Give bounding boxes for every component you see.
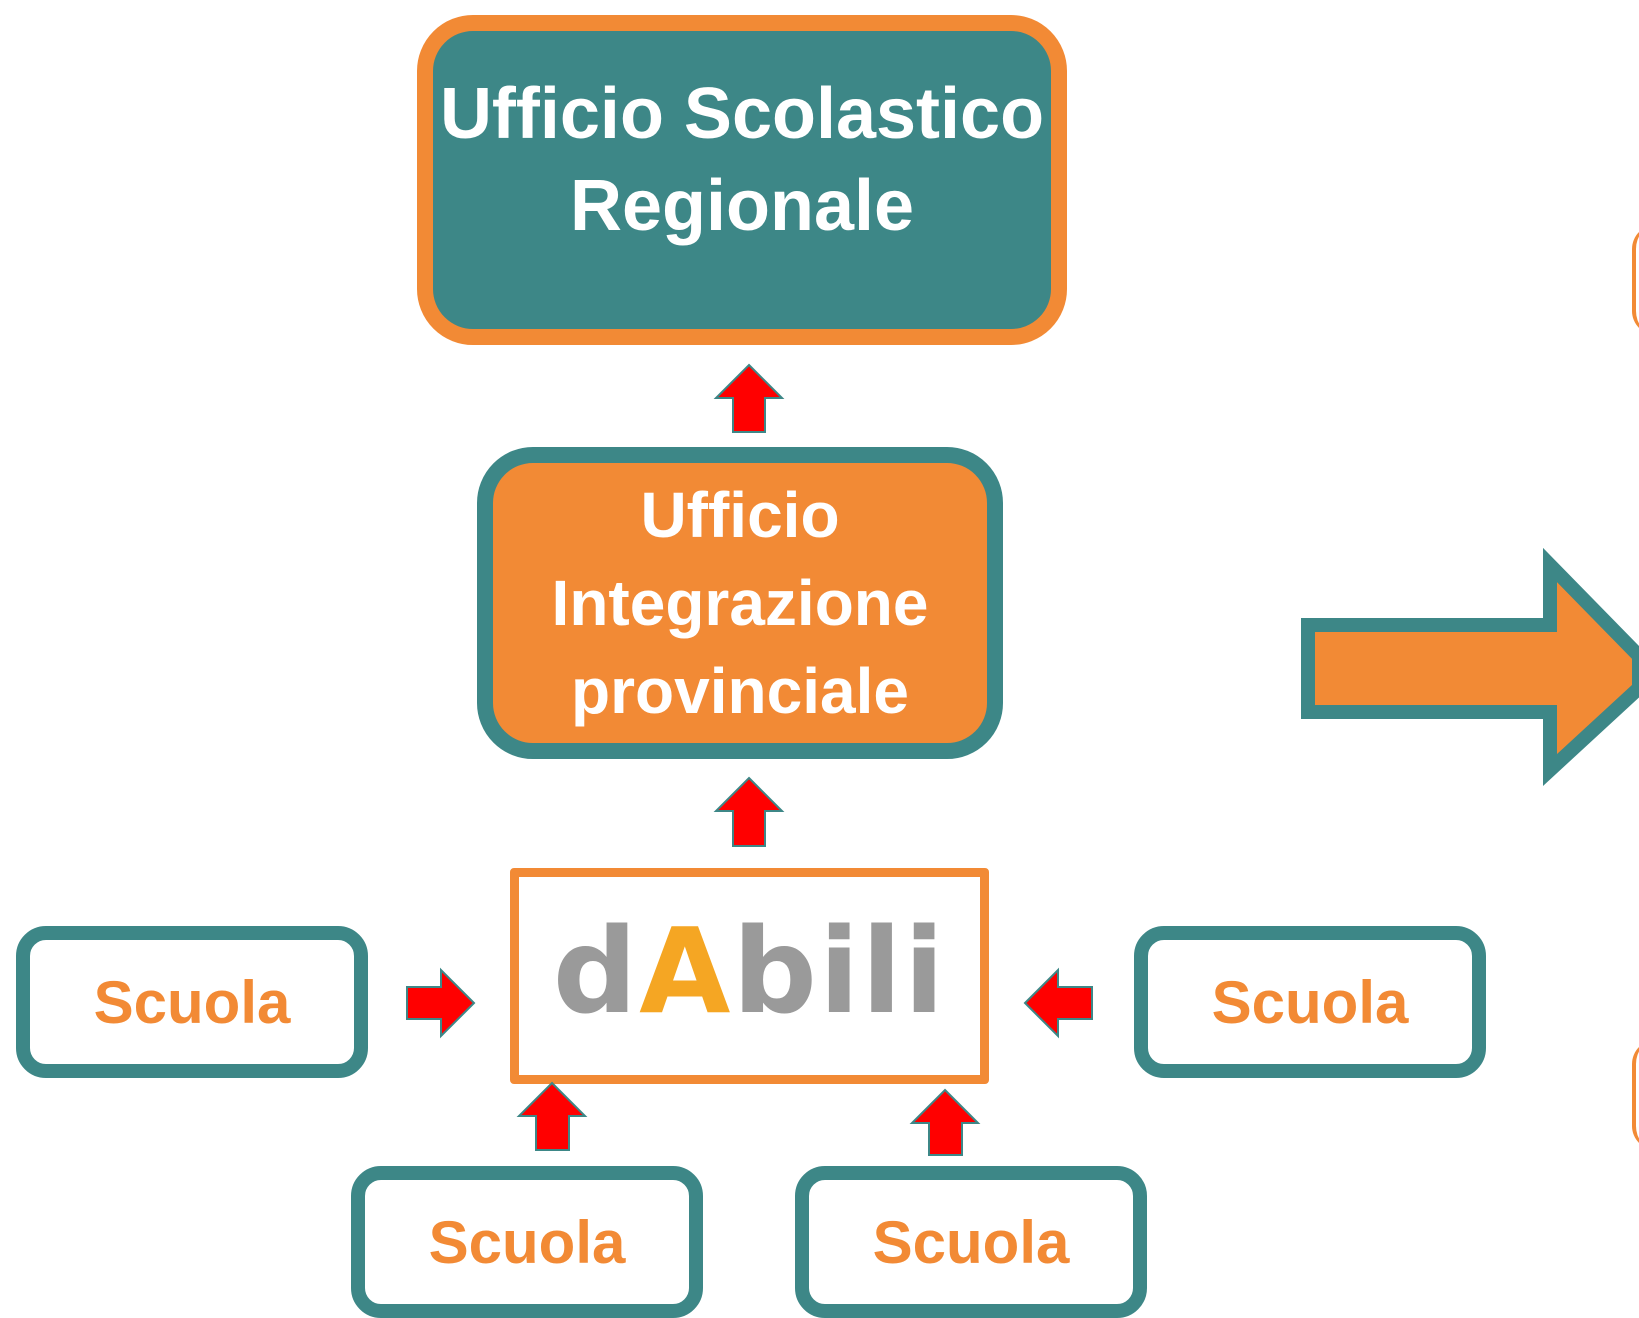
offscreen-shape-edge [1632,225,1639,335]
dabili-logo-suffix: bili [732,902,947,1040]
regional-office-label: Ufficio Scolastico Regionale [439,74,1045,246]
school-box-right: Scuola [1134,926,1486,1078]
red-up-arrow-icon [713,776,785,847]
school-box-bottom-right: Scuola [795,1166,1147,1318]
red-up-arrow-icon [713,363,785,433]
provincial-office-label: Ufficio Integrazione provinciale [551,479,929,727]
school-box-left: Scuola [16,926,368,1078]
orange-right-arrow-icon [1301,547,1639,786]
provincial-office-box: Ufficio Integrazione provinciale [477,447,1003,759]
red-up-arrow-icon [909,1088,981,1156]
regional-office-box: Ufficio Scolastico Regionale [417,15,1067,345]
school-label: Scuola [1211,968,1409,1036]
red-left-arrow-icon [1023,967,1093,1039]
school-label: Scuola [428,1208,626,1276]
red-right-arrow-icon [406,967,476,1039]
red-up-arrow-icon [516,1081,588,1151]
school-box-bottom-left: Scuola [351,1166,703,1318]
dabili-logo-accent: A [639,902,733,1040]
school-label: Scuola [93,968,291,1036]
dabili-platform-box: dAbili [510,868,989,1084]
offscreen-shape-edge [1632,1040,1639,1150]
dabili-logo-prefix: d [552,902,640,1040]
dabili-logo: dAbili [553,902,947,1040]
school-label: Scuola [872,1208,1070,1276]
